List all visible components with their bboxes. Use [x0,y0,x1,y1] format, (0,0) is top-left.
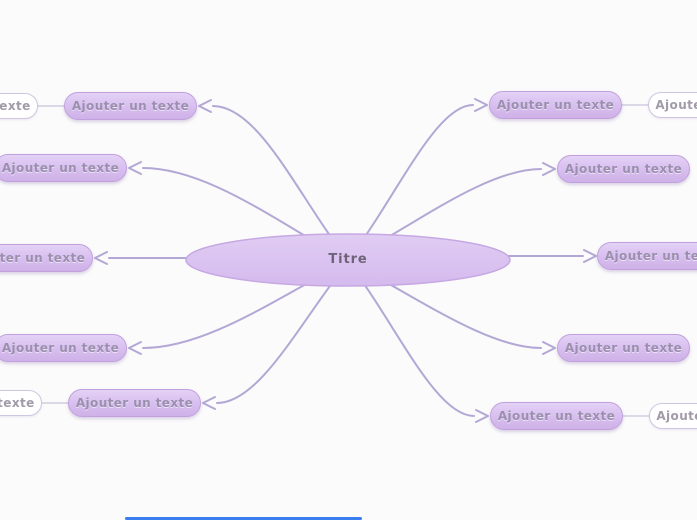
node-label: Ajouter un texte [0,99,31,113]
node-right-5[interactable]: Ajouter un texte [490,402,623,430]
node-label: Ajouter un texte [1,341,120,355]
child-links [34,104,651,417]
node-label: Ajouter un texte [496,98,615,112]
node-label: Ajouter un texte [75,396,194,410]
child-node-right-bottom[interactable]: Ajouter un texte [649,403,697,429]
node-left-2[interactable]: Ajouter un texte [0,154,127,182]
arrowhead-icon [475,409,489,423]
node-label: Ajouter un texte [655,98,697,112]
child-node-right-top[interactable]: Ajouter un texte [648,92,697,118]
node-label: Ajouter un texte [1,161,120,175]
node-label: Ajouter un texte [656,409,697,423]
arrowhead-icon [583,249,597,263]
arrowhead-icon [542,341,556,355]
arrowhead-icon [128,161,142,175]
node-label: Ajouter un texte [497,409,616,423]
node-right-1[interactable]: Ajouter un texte [489,91,622,119]
node-left-5[interactable]: Ajouter un texte [68,389,201,417]
node-label: Ajouter un texte [604,249,697,263]
horizontal-scrollbar-thumb[interactable] [125,517,362,520]
arrowhead-icon [128,341,142,355]
node-right-4[interactable]: Ajouter un texte [557,334,690,362]
node-label: Ajouter un texte [564,162,683,176]
child-node-left-top[interactable]: Ajouter un texte [0,93,38,119]
node-label: Ajouter un texte [71,99,190,113]
node-label: Ajouter un texte [564,341,683,355]
node-left-1[interactable]: Ajouter un texte [64,92,197,120]
arrowhead-icon [474,98,488,112]
center-topic-ellipse[interactable] [185,233,511,287]
arrowhead-icon [542,162,556,176]
arrowhead-icon [202,396,216,410]
arrowhead-icon [198,99,212,113]
center-topic-label[interactable]: Titre [328,252,368,267]
node-left-4[interactable]: Ajouter un texte [0,334,127,362]
node-label: Ajouter un texte [0,396,35,410]
node-left-3[interactable]: Ajouter un texte [0,244,93,272]
node-label: Ajouter un texte [0,251,86,265]
child-node-left-bottom[interactable]: Ajouter un texte [0,390,42,416]
arrowhead-icon [94,251,108,265]
node-right-3[interactable]: Ajouter un texte [597,242,697,270]
node-right-2[interactable]: Ajouter un texte [557,155,690,183]
